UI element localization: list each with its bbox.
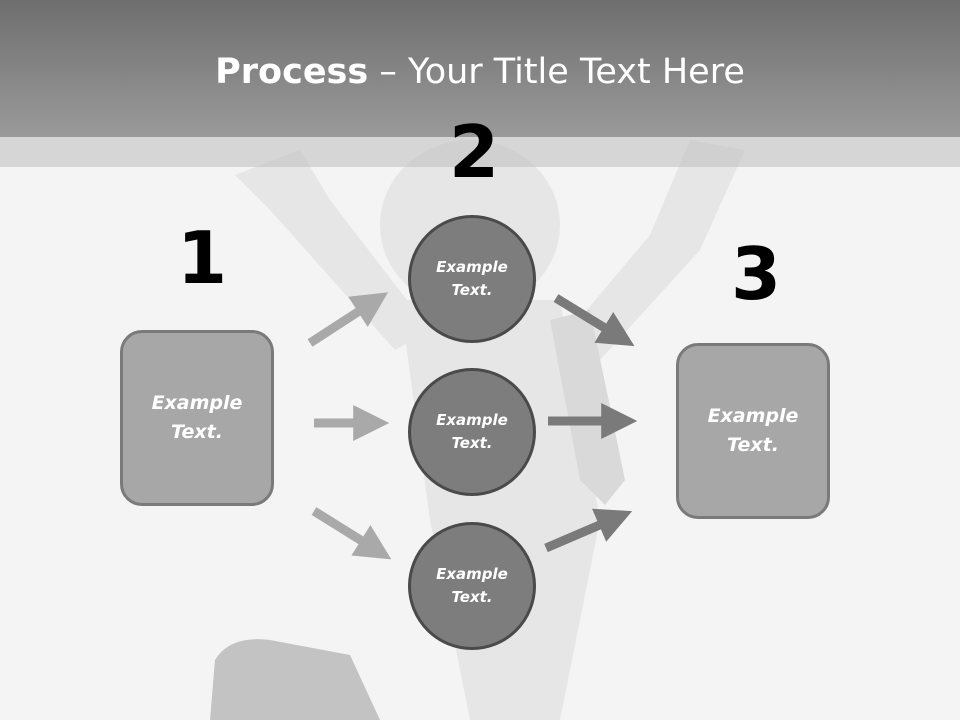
arrow-1-to-2-top (307, 292, 389, 347)
title-underband (0, 137, 960, 167)
title-bold-part: Process (215, 52, 369, 92)
step-3-box[interactable]: Example Text. (676, 343, 830, 519)
arrow-2-bottom-to-3 (544, 508, 633, 553)
step-2-circle-bottom[interactable]: Example Text. (408, 522, 536, 650)
step-3-number: 3 (731, 232, 782, 316)
arrow-1-to-2-bottom (311, 507, 392, 560)
step-2-circle-top[interactable]: Example Text. (408, 215, 536, 343)
step-1-number: 1 (177, 216, 228, 300)
title-bar (0, 0, 960, 137)
step-2-circle-middle[interactable]: Example Text. (408, 368, 536, 496)
title-rest-part: – Your Title Text Here (368, 52, 745, 92)
step-1-box[interactable]: Example Text. (120, 330, 274, 506)
step-2-number: 2 (449, 110, 500, 194)
slide-title[interactable]: Process – Your Title Text Here (0, 52, 960, 92)
arrow-2-top-to-3 (553, 294, 635, 347)
